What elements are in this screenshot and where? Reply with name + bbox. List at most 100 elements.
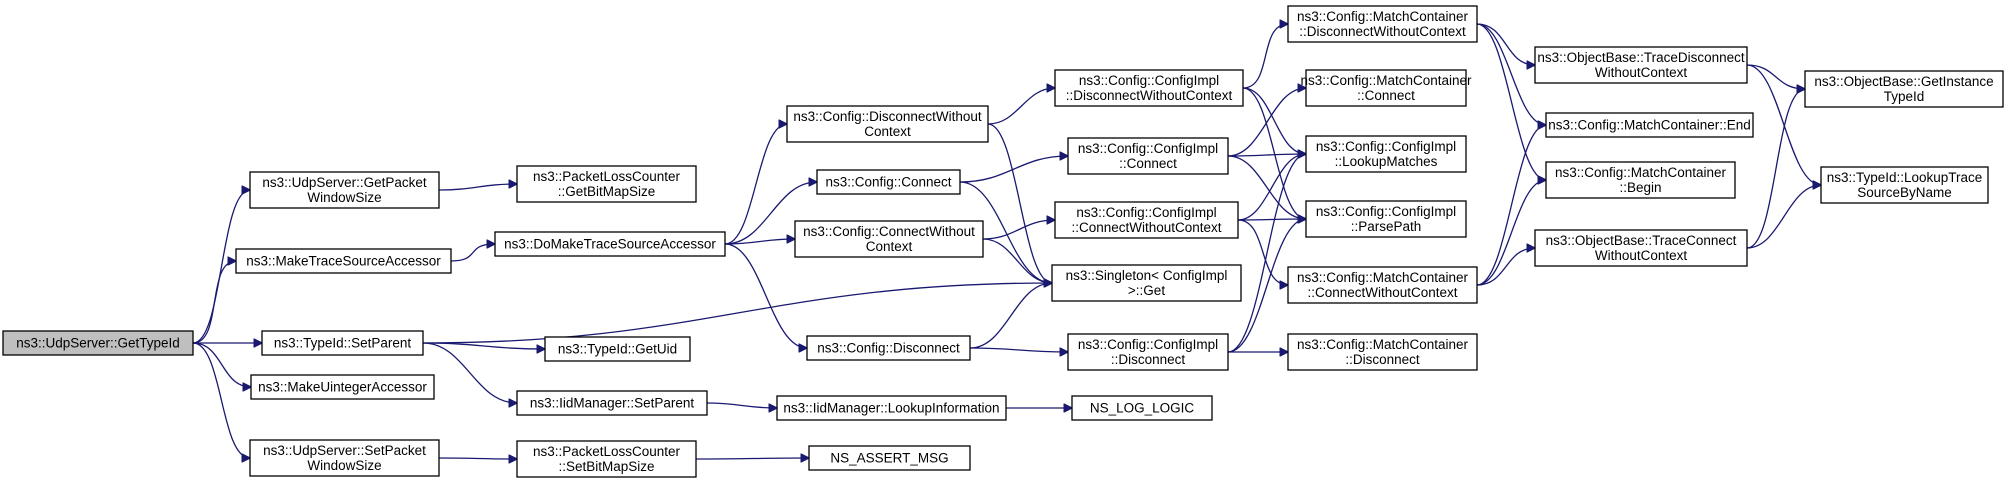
node-getuid[interactable]: ns3::TypeId::GetUid	[544, 336, 691, 362]
node-label: ::DisconnectWithoutContext	[1299, 24, 1466, 39]
node-discwc[interactable]: ns3::Config::DisconnectWithoutContext	[786, 105, 989, 143]
node-mc_disconnect[interactable]: ns3::Config::MatchContainer::Disconnect	[1287, 333, 1478, 371]
node-label: ::ConnectWithoutContext	[1071, 220, 1221, 235]
node-label: ns3::TypeId::GetUid	[558, 342, 677, 357]
node-ci_connect[interactable]: ns3::Config::ConfigImpl::Connect	[1067, 137, 1229, 175]
node-box	[1067, 137, 1229, 175]
node-label: ns3::PacketLossCounter	[533, 169, 681, 184]
edge-ci_connwc-to-ci_parse	[1237, 219, 1306, 220]
node-label: ns3::Config::Connect	[825, 175, 951, 190]
node-box	[1054, 69, 1244, 107]
node-box	[1305, 69, 1467, 107]
node-box	[516, 165, 697, 203]
node-mc_end[interactable]: ns3::Config::MatchContainer::End	[1545, 112, 1754, 138]
edge-ci_connwc-to-ci_lookup	[1237, 154, 1306, 221]
node-label: ::DisconnectWithoutContext	[1066, 88, 1233, 103]
node-mtsa[interactable]: ns3::MakeTraceSourceAccessor	[235, 248, 452, 274]
node-label: >::Get	[1128, 283, 1165, 298]
edge-tsetparent-to-getuid	[422, 342, 545, 349]
node-mc_connect[interactable]: ns3::Config::MatchContainer::Connect	[1300, 69, 1472, 107]
node-label: NS_LOG_LOGIC	[1090, 401, 1195, 416]
node-label: ns3::Config::DisconnectWithout	[793, 109, 982, 124]
node-box	[1820, 166, 1989, 204]
node-box	[1287, 333, 1478, 371]
node-label: ::SetBitMapSize	[558, 459, 654, 474]
edge-ci_connect-to-mc_connect	[1227, 88, 1306, 157]
node-setbitmap[interactable]: ns3::PacketLossCounter::SetBitMapSize	[516, 440, 697, 478]
node-disconnect[interactable]: ns3::Config::Disconnect	[806, 335, 971, 361]
node-assert[interactable]: NS_ASSERT_MSG	[808, 445, 971, 471]
node-box	[808, 445, 971, 471]
node-connect[interactable]: ns3::Config::Connect	[816, 169, 961, 195]
node-label: WithoutContext	[1595, 65, 1688, 80]
node-label: ns3::ObjectBase::TraceConnect	[1546, 233, 1737, 248]
node-mc_connwc[interactable]: ns3::Config::MatchContainer::ConnectWith…	[1287, 266, 1478, 304]
edge-discwc-to-singleton	[987, 123, 1052, 283]
edge-connect-to-ci_connect	[959, 156, 1068, 183]
edge-setpacket-to-setbitmap	[438, 458, 517, 459]
node-label: ::Disconnect	[1345, 352, 1420, 367]
edge-getpacket-to-getbitmap	[438, 184, 517, 191]
edge-disconnect-to-singleton	[969, 283, 1052, 349]
node-root[interactable]: ns3::UdpServer::GetTypeId	[2, 330, 194, 356]
node-ci_parse[interactable]: ns3::Config::ConfigImpl::ParsePath	[1305, 200, 1467, 238]
node-label: ns3::Config::ConfigImpl	[1078, 337, 1218, 352]
node-ob_tcwc[interactable]: ns3::ObjectBase::TraceConnectWithoutCont…	[1534, 229, 1748, 267]
node-box	[1534, 229, 1748, 267]
node-label: ns3::UdpServer::SetPacket	[263, 443, 426, 458]
node-mc_discwc[interactable]: ns3::Config::MatchContainer::DisconnectW…	[1287, 5, 1478, 43]
node-muint[interactable]: ns3::MakeUintegerAccessor	[250, 374, 435, 400]
node-mc_begin[interactable]: ns3::Config::MatchContainer::Begin	[1545, 161, 1736, 199]
node-label: ::Begin	[1619, 180, 1661, 195]
node-loglogic[interactable]: NS_LOG_LOGIC	[1071, 395, 1213, 421]
edge-ci_disconnect-to-ci_lookup	[1227, 154, 1306, 353]
edge-mtsa-to-domake	[450, 244, 495, 262]
node-label: ::ConnectWithoutContext	[1307, 285, 1457, 300]
edge-ci_discwc-to-mc_discwc	[1242, 24, 1288, 89]
node-label: ns3::TypeId::LookupTrace	[1827, 170, 1983, 185]
node-ci_discwc[interactable]: ns3::Config::ConfigImpl::DisconnectWitho…	[1054, 69, 1244, 107]
node-ci_connwc[interactable]: ns3::Config::ConfigImpl::ConnectWithoutC…	[1054, 201, 1239, 239]
node-box	[1545, 161, 1736, 199]
edge-domake-to-disconnect	[724, 243, 807, 348]
node-box	[806, 335, 971, 361]
node-label: ns3::PacketLossCounter	[533, 444, 681, 459]
node-box	[786, 105, 989, 143]
edge-mc_connwc-to-mc_begin	[1476, 180, 1546, 286]
node-tsetparent[interactable]: ns3::TypeId::SetParent	[261, 330, 424, 356]
edge-tsetparent-to-singleton	[422, 283, 1052, 344]
edge-mc_connwc-to-ob_tcwc	[1476, 248, 1535, 286]
node-singleton[interactable]: ns3::Singleton< ConfigImpl>::Get	[1051, 264, 1242, 302]
node-box	[235, 248, 452, 274]
node-box	[249, 171, 440, 209]
node-label: ns3::Config::ConfigImpl	[1316, 139, 1456, 154]
node-label: ns3::Config::ConfigImpl	[1076, 205, 1216, 220]
edge-mc_connwc-to-mc_end	[1476, 125, 1546, 286]
node-box	[1054, 201, 1239, 239]
node-label: ns3::Config::ConfigImpl	[1316, 204, 1456, 219]
node-connwc[interactable]: ns3::Config::ConnectWithoutContext	[794, 220, 984, 258]
node-iidsetparent[interactable]: ns3::IidManager::SetParent	[516, 390, 708, 416]
node-label: ns3::Config::MatchContainer	[1555, 165, 1727, 180]
node-ci_disconnect[interactable]: ns3::Config::ConfigImpl::Disconnect	[1067, 333, 1229, 371]
node-box	[544, 336, 691, 362]
node-ob_tdwc[interactable]: ns3::ObjectBase::TraceDisconnectWithoutC…	[1534, 46, 1748, 84]
node-label: TypeId	[1884, 89, 1925, 104]
node-lookupinfo[interactable]: ns3::IidManager::LookupInformation	[776, 395, 1007, 421]
node-getbitmap[interactable]: ns3::PacketLossCounter::GetBitMapSize	[516, 165, 697, 203]
node-domake[interactable]: ns3::DoMakeTraceSourceAccessor	[494, 231, 726, 257]
node-box	[1545, 112, 1754, 138]
edge-connwc-to-ci_connwc	[982, 220, 1055, 240]
node-box	[1287, 5, 1478, 43]
node-ci_lookup[interactable]: ns3::Config::ConfigImpl::LookupMatches	[1305, 135, 1467, 173]
node-label: Context	[866, 239, 913, 254]
edge-tsetparent-to-iidsetparent	[422, 342, 517, 403]
node-box	[494, 231, 726, 257]
node-label: ::Connect	[1119, 156, 1177, 171]
node-label: ns3::UdpServer::GetPacket	[262, 175, 427, 190]
edge-ci_connect-to-ci_lookup	[1227, 154, 1306, 156]
